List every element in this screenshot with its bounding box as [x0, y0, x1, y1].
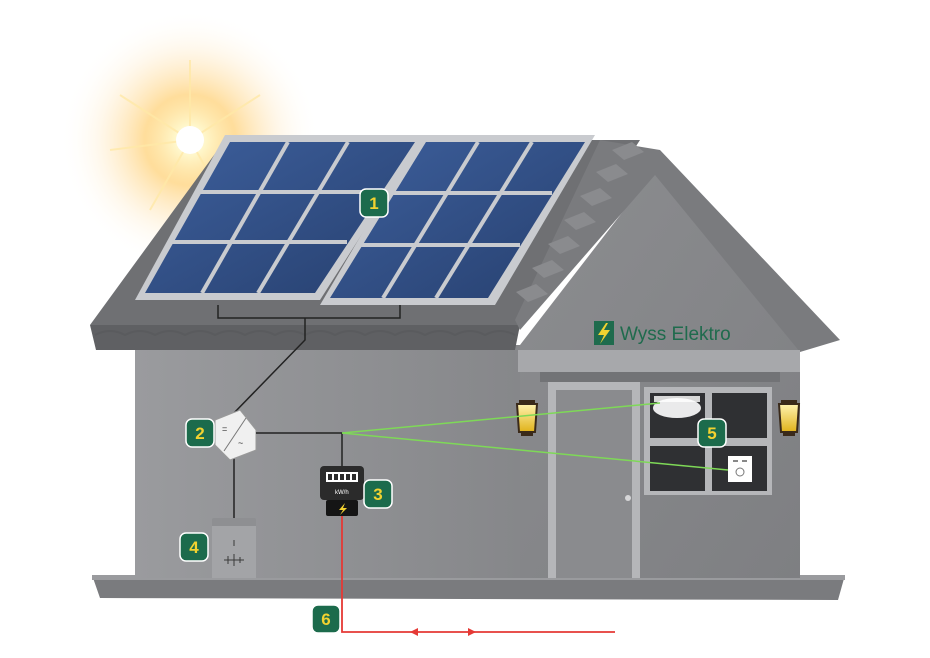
- marker-badge-grid-connection: 6: [311, 604, 341, 634]
- electricity-meter: kW/h: [320, 466, 364, 516]
- marker-badge-household-consumers: 5: [697, 418, 727, 448]
- svg-text:~: ~: [238, 438, 243, 448]
- battery-icon: [212, 518, 256, 578]
- wall-lamp-icon: [515, 400, 539, 436]
- ceiling-light-icon: [653, 396, 701, 418]
- porch-canopy-shadow: [540, 372, 780, 382]
- solar-panel-right: [320, 135, 595, 305]
- porch-canopy: [518, 350, 800, 372]
- marker-badge-battery-storage: 4: [179, 532, 209, 562]
- marker-number: 3: [373, 485, 382, 504]
- marker-number: 1: [369, 194, 378, 213]
- front-door: [548, 382, 640, 578]
- solar-panel-left: [135, 135, 425, 300]
- brand-logo: Wyss Elektro: [594, 321, 731, 345]
- svg-text:=: =: [222, 424, 227, 434]
- marker-badge-inverter: 2: [185, 418, 215, 448]
- lightning-bolt-icon: [339, 503, 347, 515]
- socket-icon: [728, 456, 752, 482]
- marker-badge-electricity-meter: 3: [363, 479, 393, 509]
- brand-name: Wyss Elektro: [620, 324, 731, 345]
- inverter-icon: = ~: [214, 409, 257, 461]
- grid-line: [341, 516, 615, 636]
- marker-number: 4: [189, 538, 199, 557]
- marker-number: 6: [321, 610, 330, 629]
- consumer-lines: [341, 402, 729, 471]
- wall-lamp-icon: [777, 400, 801, 436]
- dc-wiring: [217, 305, 401, 518]
- marker-number: 5: [707, 424, 716, 443]
- ground-slab: [92, 575, 845, 600]
- marker-badge-solar-panels: 1: [359, 188, 389, 218]
- ridge-tiles: [516, 142, 644, 302]
- marker-number: 2: [195, 424, 204, 443]
- meter-unit: kW/h: [335, 490, 349, 496]
